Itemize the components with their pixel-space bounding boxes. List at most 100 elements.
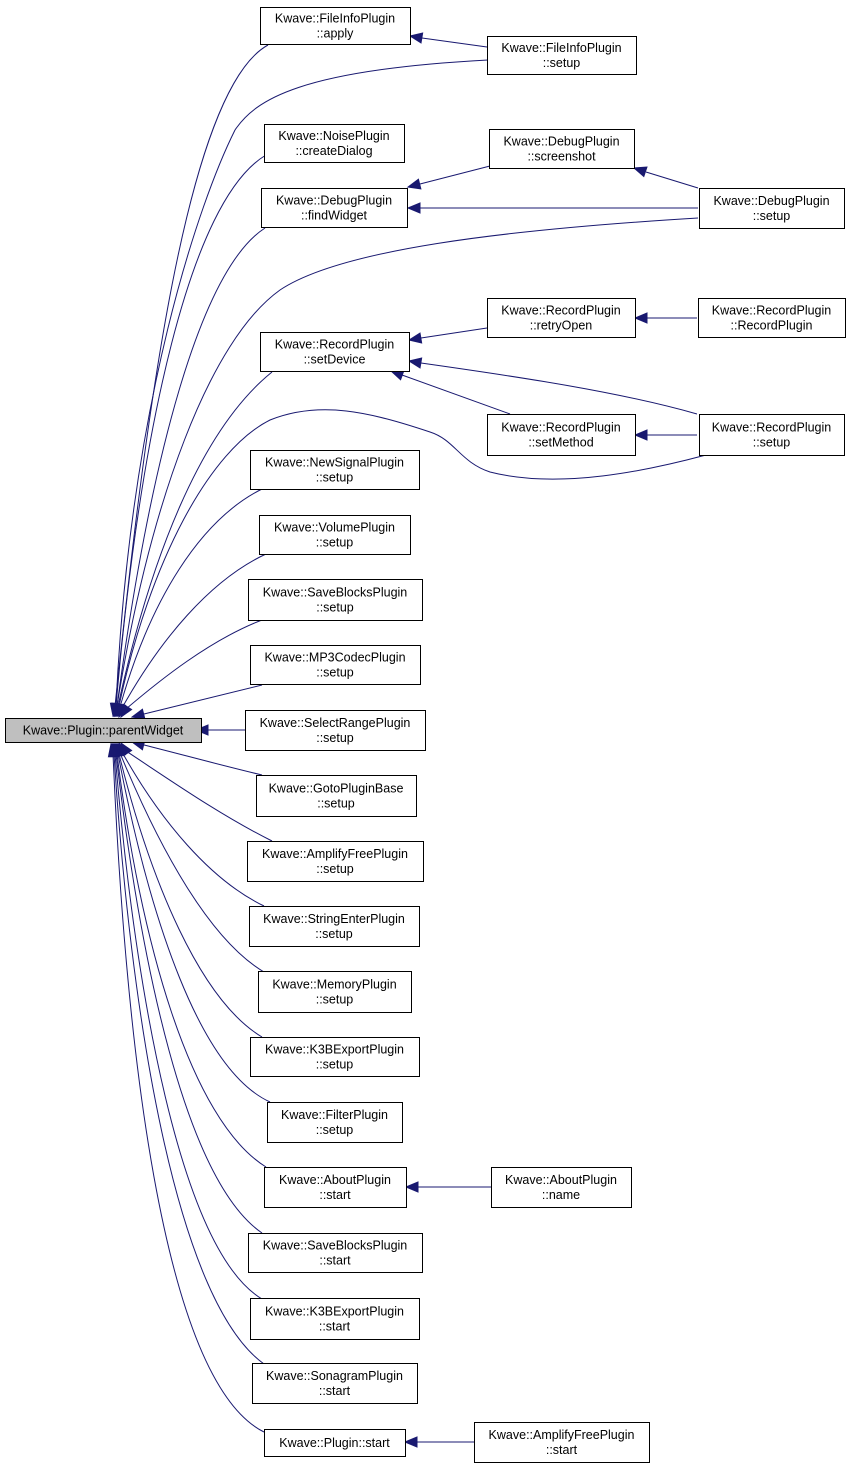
node-label-line: Kwave::SonagramPlugin: [266, 1369, 403, 1383]
node-label-line: Kwave::MP3CodecPlugin: [264, 651, 405, 665]
edge-arrowhead: [107, 742, 120, 758]
edge-mp3codec_setup-to-parentWidget: [130, 684, 263, 720]
node-debug-setup[interactable]: Kwave::DebugPlugin::setup: [699, 188, 845, 229]
node-box: [245, 710, 426, 751]
node-memory-setup[interactable]: Kwave::MemoryPlugin::setup: [258, 971, 412, 1013]
edge-filter_setup-to-parentWidget: [112, 742, 271, 1103]
node-label-line: ::start: [546, 1443, 578, 1457]
node-label-line: ::setup: [316, 1123, 354, 1137]
node-plugin-start[interactable]: Kwave::Plugin::start: [264, 1429, 406, 1457]
node-gotobase-setup[interactable]: Kwave::GotoPluginBase::setup: [256, 775, 417, 817]
node-label-line: ::setup: [543, 56, 581, 70]
edge-arrowhead: [407, 357, 423, 369]
edge-record_setMethod-to-record_setDevice: [389, 369, 511, 415]
edge-fileinfo_setup-to-fileinfo_apply: [408, 32, 488, 48]
edge-debug_setup-to-debug_findWidget: [406, 202, 698, 214]
node-label-line: Kwave::RecordPlugin: [275, 338, 395, 352]
node-box: [260, 332, 410, 372]
node-filter-setup[interactable]: Kwave::FilterPlugin::setup: [267, 1102, 403, 1143]
node-label-line: Kwave::RecordPlugin: [501, 421, 621, 435]
node-record-setup[interactable]: Kwave::RecordPlugin::setup: [699, 414, 845, 456]
node-box: [248, 579, 423, 621]
edge-arrowhead: [406, 202, 421, 214]
edge-record_setup-to-record_setMethod: [633, 429, 697, 441]
node-label-line: Kwave::Plugin::start: [279, 1436, 390, 1450]
node-sonagram-start[interactable]: Kwave::SonagramPlugin::start: [252, 1363, 418, 1404]
edge-line: [118, 753, 263, 1038]
edge-arrowhead: [130, 708, 146, 720]
edge-arrowhead: [632, 166, 648, 178]
node-debug-screenshot[interactable]: Kwave::DebugPlugin::screenshot: [489, 129, 635, 169]
edge-line: [116, 217, 699, 707]
edge-arrowhead: [406, 178, 422, 190]
node-record-setDevice[interactable]: Kwave::RecordPlugin::setDevice: [260, 332, 410, 372]
edge-line: [121, 553, 267, 709]
edge-line: [420, 362, 698, 415]
node-label-line: ::setup: [316, 666, 354, 680]
node-debug-findWidget[interactable]: Kwave::DebugPlugin::findWidget: [261, 188, 408, 228]
node-k3bexport-setup[interactable]: Kwave::K3BExportPlugin::setup: [250, 1037, 420, 1077]
node-fileinfo-apply[interactable]: Kwave::FileInfoPlugin::apply: [260, 7, 411, 45]
node-newsignal-setup[interactable]: Kwave::NewSignalPlugin::setup: [250, 450, 420, 490]
node-label-line: Kwave::AmplifyFreePlugin: [262, 847, 408, 861]
node-label-line: Kwave::FileInfoPlugin: [275, 12, 395, 26]
node-box: [491, 1167, 632, 1208]
node-about-start[interactable]: Kwave::AboutPlugin::start: [264, 1167, 407, 1208]
node-label-line: ::setup: [316, 731, 354, 745]
edge-about_start-to-parentWidget: [111, 742, 267, 1168]
node-label-line: Kwave::AboutPlugin: [505, 1173, 617, 1187]
node-selectrange-setup[interactable]: Kwave::SelectRangePlugin::setup: [245, 710, 426, 751]
node-parentWidget[interactable]: Kwave::Plugin::parentWidget: [5, 718, 202, 743]
node-record-setMethod[interactable]: Kwave::RecordPlugin::setMethod: [487, 414, 636, 456]
node-saveblocks-setup[interactable]: Kwave::SaveBlocksPlugin::setup: [248, 579, 423, 621]
node-stringenter-setup[interactable]: Kwave::StringEnterPlugin::setup: [249, 906, 420, 947]
node-label-line: ::setMethod: [528, 436, 593, 450]
node-label-line: ::setup: [317, 797, 355, 811]
node-label-line: Kwave::StringEnterPlugin: [263, 912, 405, 926]
edge-line: [115, 59, 489, 707]
node-label-line: ::setup: [316, 536, 354, 550]
node-record-ctor[interactable]: Kwave::RecordPlugin::RecordPlugin: [698, 298, 846, 338]
node-label-line: ::setup: [316, 471, 354, 485]
node-box: [260, 7, 411, 45]
edge-line: [117, 753, 271, 1103]
node-record-retryOpen[interactable]: Kwave::RecordPlugin::retryOpen: [487, 298, 636, 338]
node-about-name[interactable]: Kwave::AboutPlugin::name: [491, 1167, 632, 1208]
node-box: [261, 188, 408, 228]
node-k3bexport-start[interactable]: Kwave::K3BExportPlugin::start: [250, 1298, 420, 1340]
edge-arrowhead: [120, 703, 133, 719]
edge-line: [116, 753, 267, 1168]
edge-line: [114, 753, 263, 1300]
edge-saveblocks_setup-to-parentWidget: [120, 619, 263, 719]
node-volume-setup[interactable]: Kwave::VolumePlugin::setup: [259, 515, 411, 555]
edge-about_name-to-about_start: [404, 1181, 491, 1193]
node-noise-createDialog[interactable]: Kwave::NoisePlugin::createDialog: [264, 124, 405, 163]
node-amplifyfree-setup[interactable]: Kwave::AmplifyFreePlugin::setup: [247, 841, 424, 882]
node-label-line: ::start: [319, 1320, 351, 1334]
node-box: [250, 1037, 420, 1077]
edge-line: [419, 165, 491, 185]
node-label-line: Kwave::MemoryPlugin: [272, 978, 396, 992]
node-label-line: ::setup: [315, 927, 353, 941]
edge-arrowhead: [633, 312, 648, 324]
node-label-line: ::findWidget: [301, 209, 368, 223]
node-label-line: ::screenshot: [527, 150, 596, 164]
edge-saveblocks_start-to-parentWidget: [110, 742, 263, 1234]
node-label-line: Kwave::FileInfoPlugin: [501, 41, 621, 55]
node-amplifyfree-start[interactable]: Kwave::AmplifyFreePlugin::start: [474, 1422, 650, 1463]
node-mp3codec-setup[interactable]: Kwave::MP3CodecPlugin::setup: [250, 645, 421, 685]
edge-debug_findWidget-to-parentWidget: [111, 227, 266, 718]
node-box: [699, 188, 845, 229]
edge-line: [421, 37, 488, 48]
node-label-line: Kwave::AmplifyFreePlugin: [489, 1428, 635, 1442]
node-box: [474, 1422, 650, 1463]
edge-record_ctor-to-record_retryOpen: [633, 312, 697, 324]
node-box: [489, 129, 635, 169]
node-box: [250, 645, 421, 685]
node-box: [259, 515, 411, 555]
node-label-line: ::name: [542, 1188, 580, 1202]
node-label-line: ::retryOpen: [530, 319, 593, 333]
node-fileinfo-setup[interactable]: Kwave::FileInfoPlugin::setup: [487, 36, 637, 75]
node-box: [487, 298, 636, 338]
node-saveblocks-start[interactable]: Kwave::SaveBlocksPlugin::start: [248, 1233, 423, 1273]
